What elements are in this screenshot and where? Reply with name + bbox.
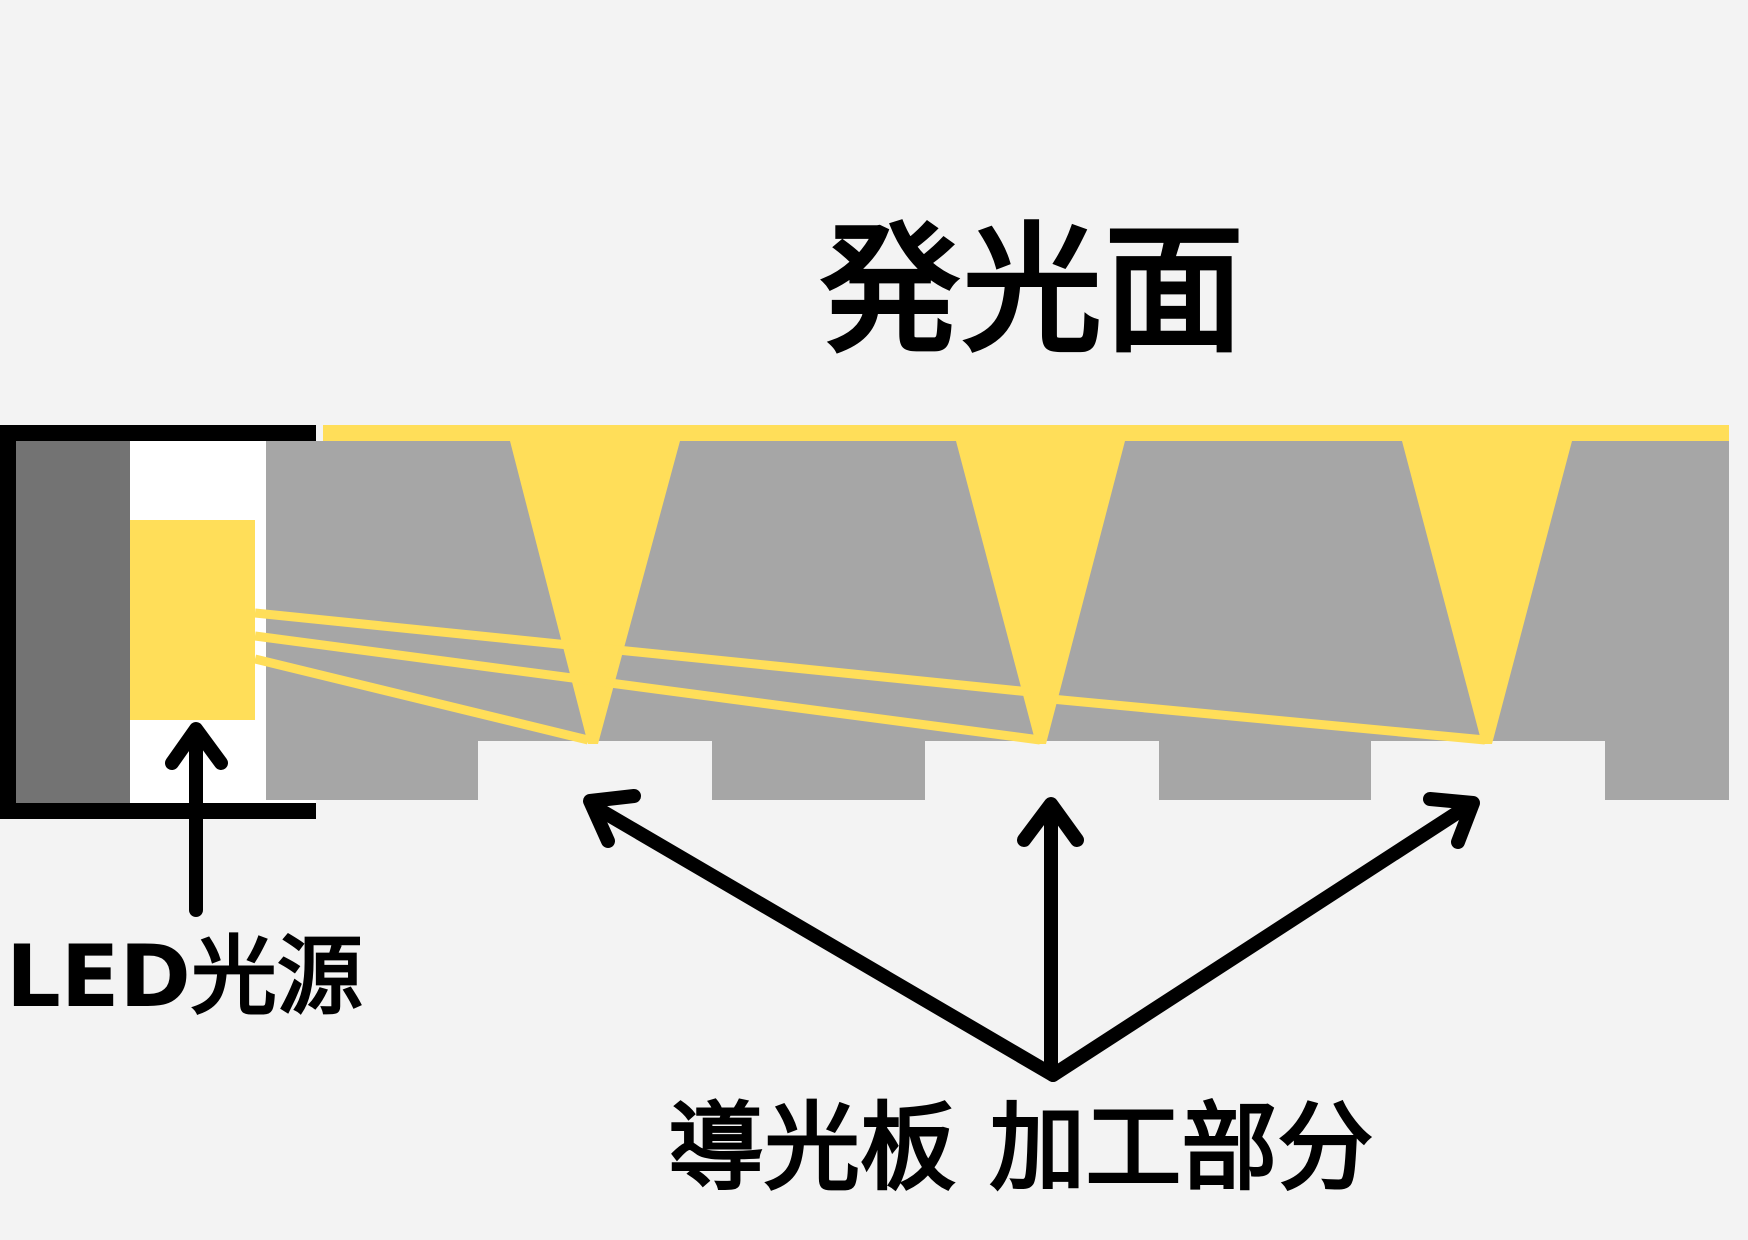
processed-notch bbox=[1402, 441, 1572, 744]
led-emitter bbox=[130, 520, 255, 720]
arrow-head-right bbox=[1423, 792, 1480, 849]
plate-tab bbox=[1159, 741, 1371, 800]
light-ray bbox=[253, 654, 590, 745]
led-housing bbox=[0, 425, 316, 819]
light-ray bbox=[254, 631, 1041, 745]
arrow-shaft-left bbox=[593, 803, 1060, 1082]
plate-tab bbox=[1605, 741, 1729, 800]
emitting-surface-label: 発光面 bbox=[820, 210, 1247, 373]
emitting-surface-strip bbox=[323, 425, 1729, 442]
processed-notch bbox=[510, 441, 680, 744]
led-dark-panel bbox=[8, 433, 130, 811]
arrow-shaft-right bbox=[1046, 804, 1467, 1082]
led-arrow bbox=[165, 722, 228, 917]
arrow-head-center bbox=[1017, 797, 1084, 847]
processing-arrows bbox=[583, 789, 1480, 1082]
light-ray bbox=[254, 608, 1031, 697]
plate-tab bbox=[266, 741, 478, 800]
arrows bbox=[165, 722, 1480, 1082]
processed-notch bbox=[956, 441, 1125, 744]
arrow-head-left bbox=[583, 789, 641, 848]
light-ray bbox=[1029, 692, 1486, 745]
light-rays bbox=[253, 608, 1486, 745]
light-guide-processing-label: 導光板 加工部分 bbox=[668, 1092, 1374, 1204]
led-source-label: LED光源 bbox=[6, 927, 363, 1027]
housing-frame bbox=[0, 425, 316, 819]
plate-tab bbox=[712, 741, 925, 800]
